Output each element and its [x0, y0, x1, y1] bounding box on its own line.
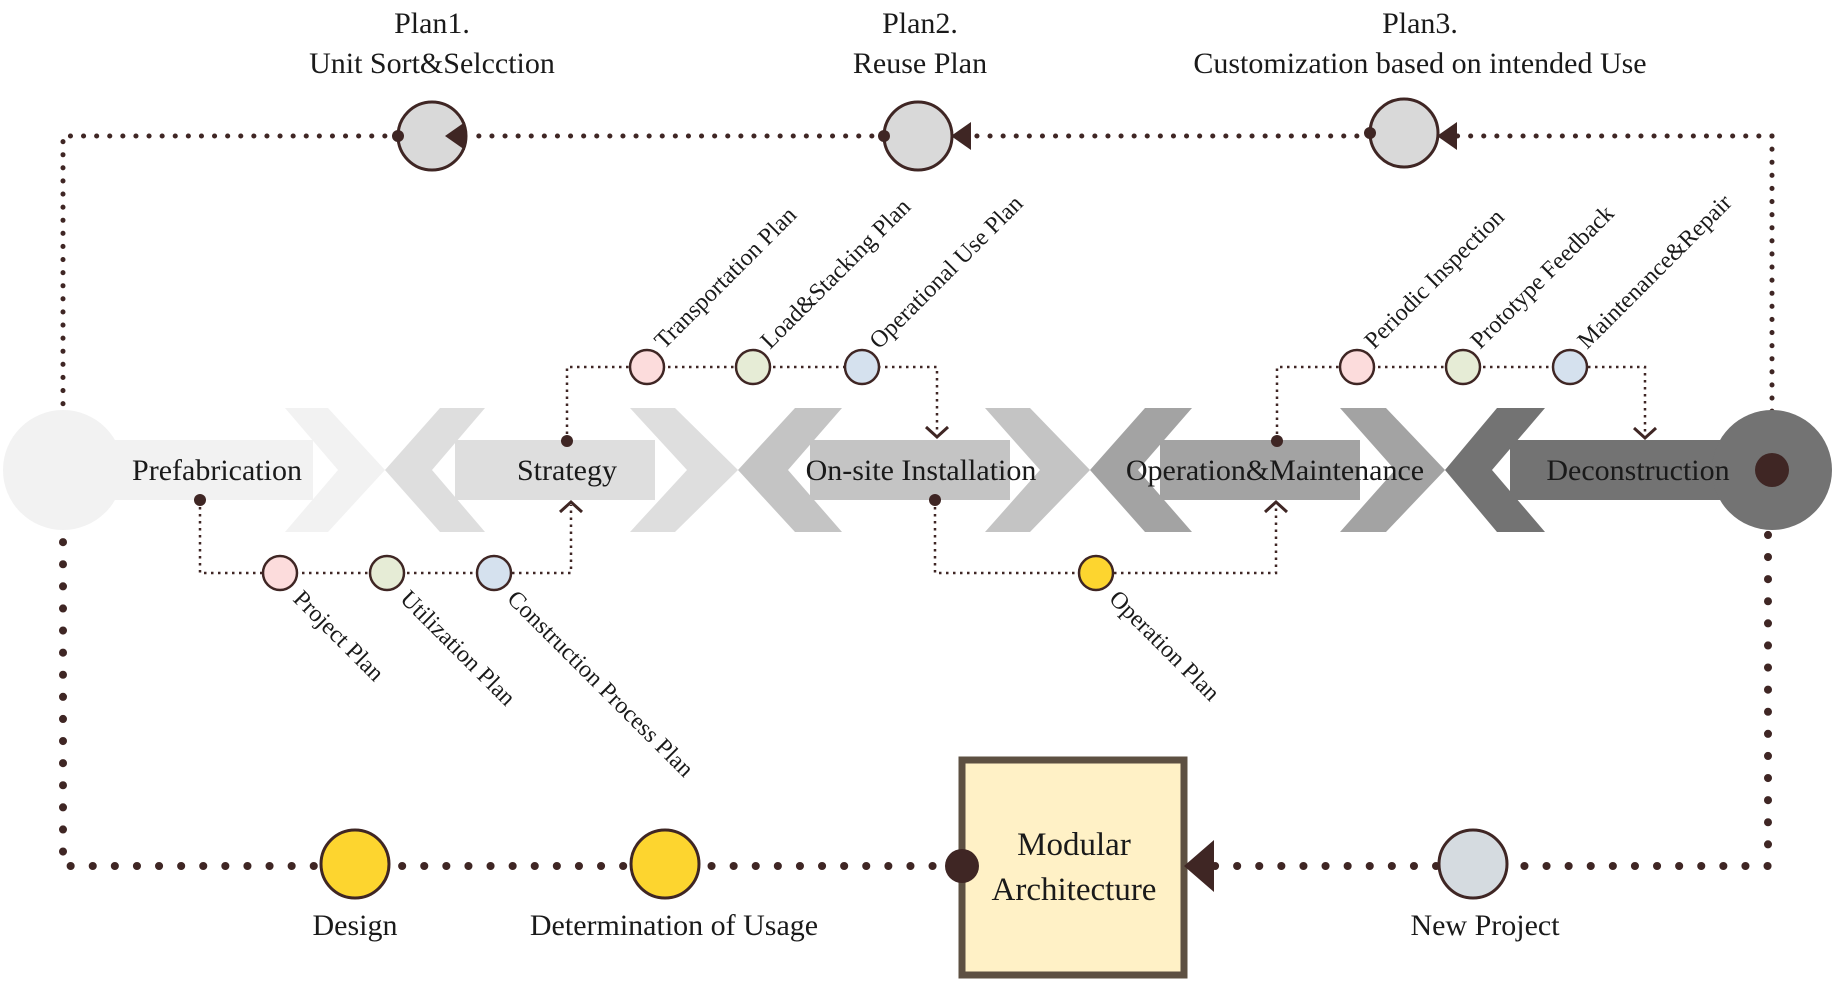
sub-plan-circles [261, 348, 1589, 592]
plan1-number: Plan1. [394, 7, 470, 40]
transportation-plan-node [628, 348, 666, 386]
strategy-right-head [630, 408, 738, 532]
operation-shaft [1160, 440, 1360, 500]
connector-origin-dot [561, 435, 573, 447]
connector-origin-dot [929, 494, 941, 506]
stage-label-deconstruction: Deconstruction [1546, 454, 1729, 487]
bottom-loop-path [1211, 506, 1772, 870]
operation-plan-node [1077, 554, 1115, 592]
lower-left-connector [198, 500, 573, 575]
strategy-shaft [455, 440, 655, 500]
plan3-title: Customization based on intended Use [1193, 47, 1646, 80]
stage-label-strategy: Strategy [517, 454, 617, 487]
plan3-arrowhead [1437, 122, 1457, 150]
prefabrication-shaft [63, 440, 313, 500]
operational-use-plan-node [843, 348, 881, 386]
plan2-title: Reuse Plan [853, 47, 987, 80]
up-arrowhead [558, 499, 584, 514]
down-arrowhead [1632, 426, 1658, 441]
deconstruction-dot [1755, 453, 1789, 487]
maintenance-repair-node [1551, 348, 1589, 386]
construction-process-plan-label: Construction Process Plan [502, 586, 699, 783]
plan2-node [882, 100, 954, 172]
plan1-title: Unit Sort&Selcction [309, 47, 555, 80]
stage-label-installation: On-site Installation [806, 454, 1037, 487]
design-label: Design [313, 909, 398, 942]
plan1-arrowhead [445, 122, 465, 150]
connector-origin-dot [1271, 435, 1283, 447]
design-node [319, 828, 391, 900]
top-plan-nodes [392, 97, 1457, 172]
operation-right-head [1340, 408, 1445, 532]
construction-process-plan-node [475, 554, 513, 592]
prefabrication-head [285, 408, 385, 532]
prototype-feedback-node [1444, 348, 1482, 386]
installation-right-head [985, 408, 1090, 532]
utilization-plan-label: Utilization Plan [395, 586, 520, 711]
center-title-line1: Modular [1017, 827, 1131, 863]
plan1-entry-dot [392, 130, 404, 142]
operation-left-head [1090, 408, 1192, 532]
operation-plan-label: Operation Plan [1104, 586, 1225, 707]
lower-right-connector [933, 500, 1278, 575]
plan2-number: Plan2. [882, 7, 958, 40]
center-entry-dot [945, 849, 979, 883]
utilization-plan-node [368, 554, 406, 592]
plan2-arrowhead [951, 122, 971, 150]
new-project-node [1437, 828, 1509, 900]
plan3-number: Plan3. [1382, 7, 1458, 40]
down-arrowhead [924, 425, 950, 440]
center-title-line2: Architecture [992, 872, 1157, 908]
stage-label-operation: Operation&Maintenance [1126, 454, 1424, 487]
usage-node [629, 828, 701, 900]
load-stacking-plan-node [734, 348, 772, 386]
new-project-label: New Project [1410, 909, 1560, 942]
deconstruction-left-head [1445, 408, 1545, 532]
stage-label-prefabrication: Prefabrication [132, 454, 302, 487]
connector-arrowheads [558, 425, 1658, 514]
strategy-left-head [385, 408, 485, 532]
up-arrowhead [1263, 499, 1289, 514]
upper-right-connector [1275, 365, 1647, 441]
project-plan-label: Project Plan [288, 586, 389, 687]
installation-shaft [810, 440, 1010, 500]
project-plan-node [261, 554, 299, 592]
top-loop-path [60, 133, 401, 443]
usage-label: Determination of Usage [530, 909, 818, 942]
stage-band [63, 408, 1772, 532]
center-arrowhead [1184, 840, 1214, 892]
plan3-node [1368, 97, 1440, 169]
outer-loop [59, 133, 1775, 870]
plan2-entry-dot [878, 130, 890, 142]
installation-left-head [738, 408, 842, 532]
connector-origin-dot [194, 494, 206, 506]
modular-architecture-box [958, 756, 1188, 979]
plan3-entry-dot [1364, 127, 1376, 139]
periodic-inspection-node [1338, 348, 1376, 386]
